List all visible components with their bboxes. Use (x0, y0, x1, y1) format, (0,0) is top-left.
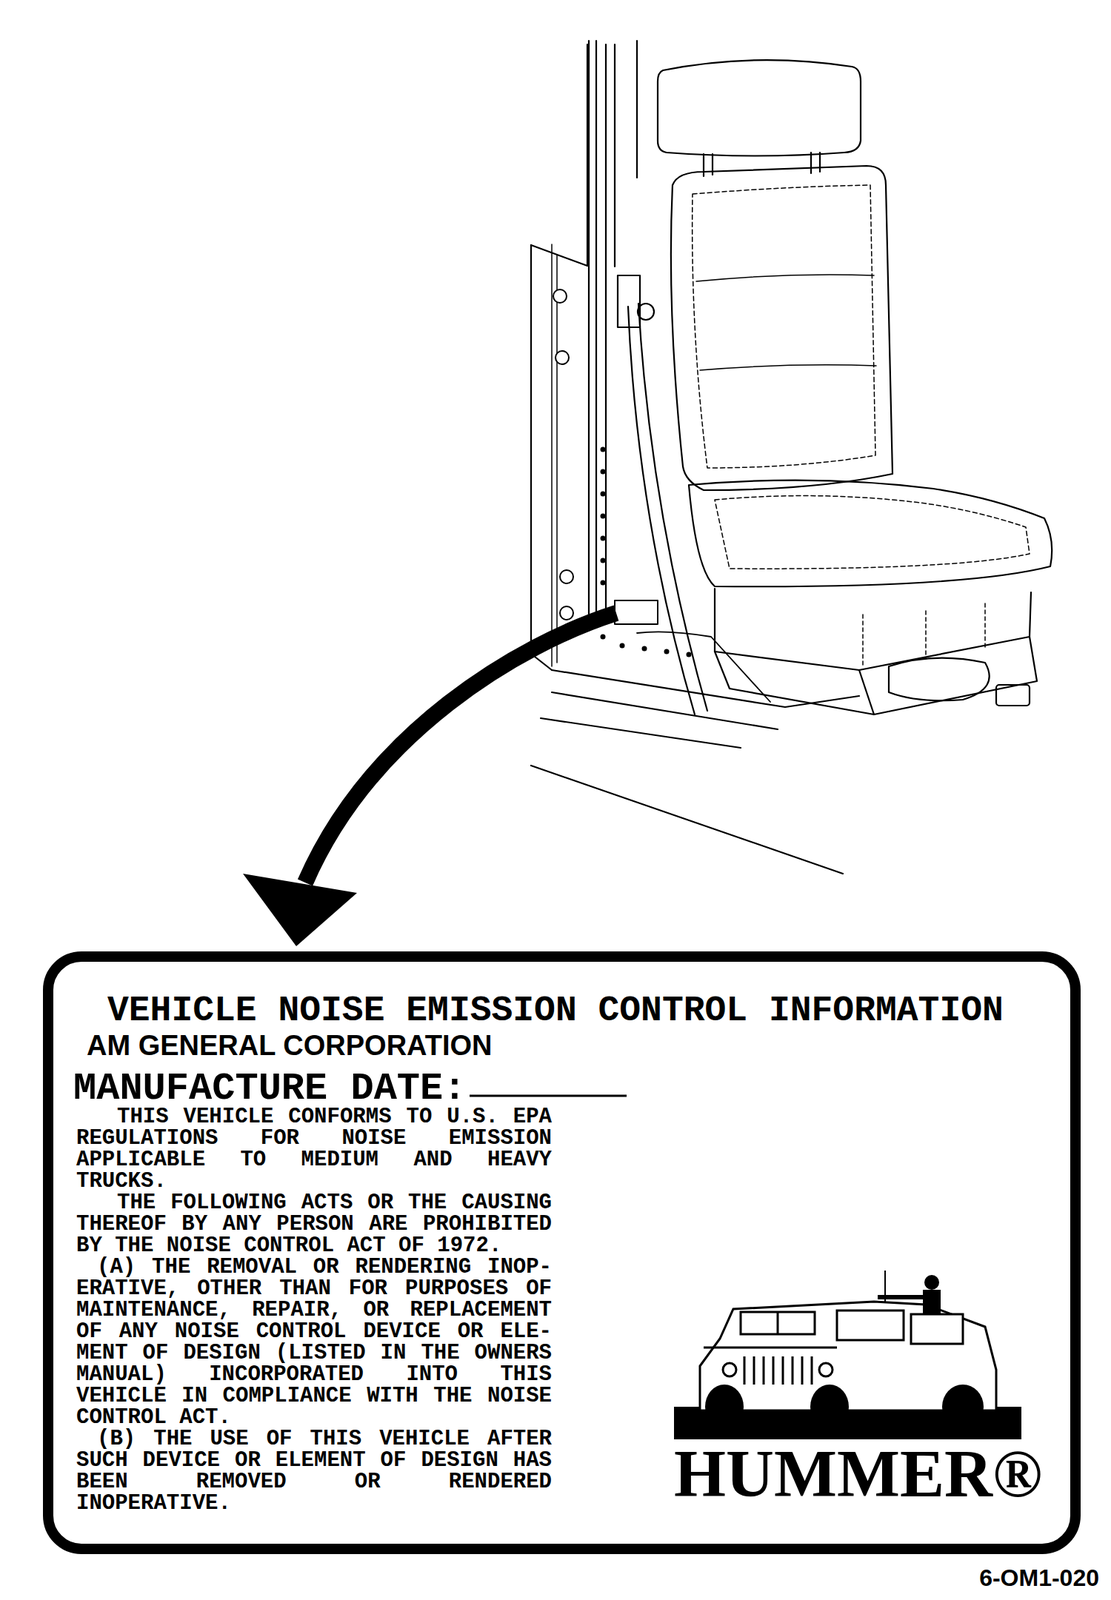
notice-text: (B) THE USE OF THIS VEHICLE AFTER SUCH D… (76, 1428, 552, 1515)
seat-back-seam (692, 185, 876, 469)
seat-cushion (688, 480, 1052, 588)
date-field: MANUFACTURE DATE: (73, 1070, 467, 1109)
arrow-head (242, 873, 358, 947)
pointer-arrow (305, 613, 617, 883)
maker-name: AM GENERAL CORPORATION (86, 1031, 493, 1060)
notice-text: (A) THE REMOVAL OR RENDERING INOP- ERATI… (76, 1256, 552, 1429)
cushion-seam (714, 496, 1030, 570)
date-blank (469, 1095, 627, 1098)
figure-number: 6-OM1-020 (979, 1566, 1100, 1591)
seat-belt (628, 303, 708, 715)
seat-lever (996, 685, 1030, 706)
pillar-plate (551, 244, 557, 667)
headrest-posts (703, 152, 820, 177)
notice-text: THIS VEHICLE CONFORMS TO U.S. EPA REGULA… (76, 1106, 552, 1193)
cab-wall (531, 245, 552, 671)
seat-base (714, 588, 1032, 671)
cab-wall (531, 44, 588, 266)
plate-title: VEHICLE NOISE EMISSION CONTROL INFORMATI… (107, 993, 1004, 1029)
rivets (600, 447, 692, 658)
seat-slider (888, 658, 990, 702)
bolts (553, 289, 574, 620)
label-location (614, 600, 658, 625)
latch-pin (637, 303, 655, 320)
floor-lines (531, 670, 860, 874)
hummer-vehicle (674, 1270, 1022, 1440)
belt-latch (617, 275, 640, 328)
brand-logo: HUMMER® (674, 1441, 1043, 1508)
seat-frame (862, 603, 986, 667)
door-sill (636, 631, 771, 703)
seat-back (671, 165, 893, 491)
headrest (657, 59, 861, 156)
label-plate: VEHICLE NOISE EMISSION CONTROL INFORMATI… (42, 951, 1081, 1555)
notice-text: THE FOLLOWING ACTS OR THE CAUSING THEREO… (76, 1192, 552, 1257)
seat-back-stitch (696, 274, 877, 371)
